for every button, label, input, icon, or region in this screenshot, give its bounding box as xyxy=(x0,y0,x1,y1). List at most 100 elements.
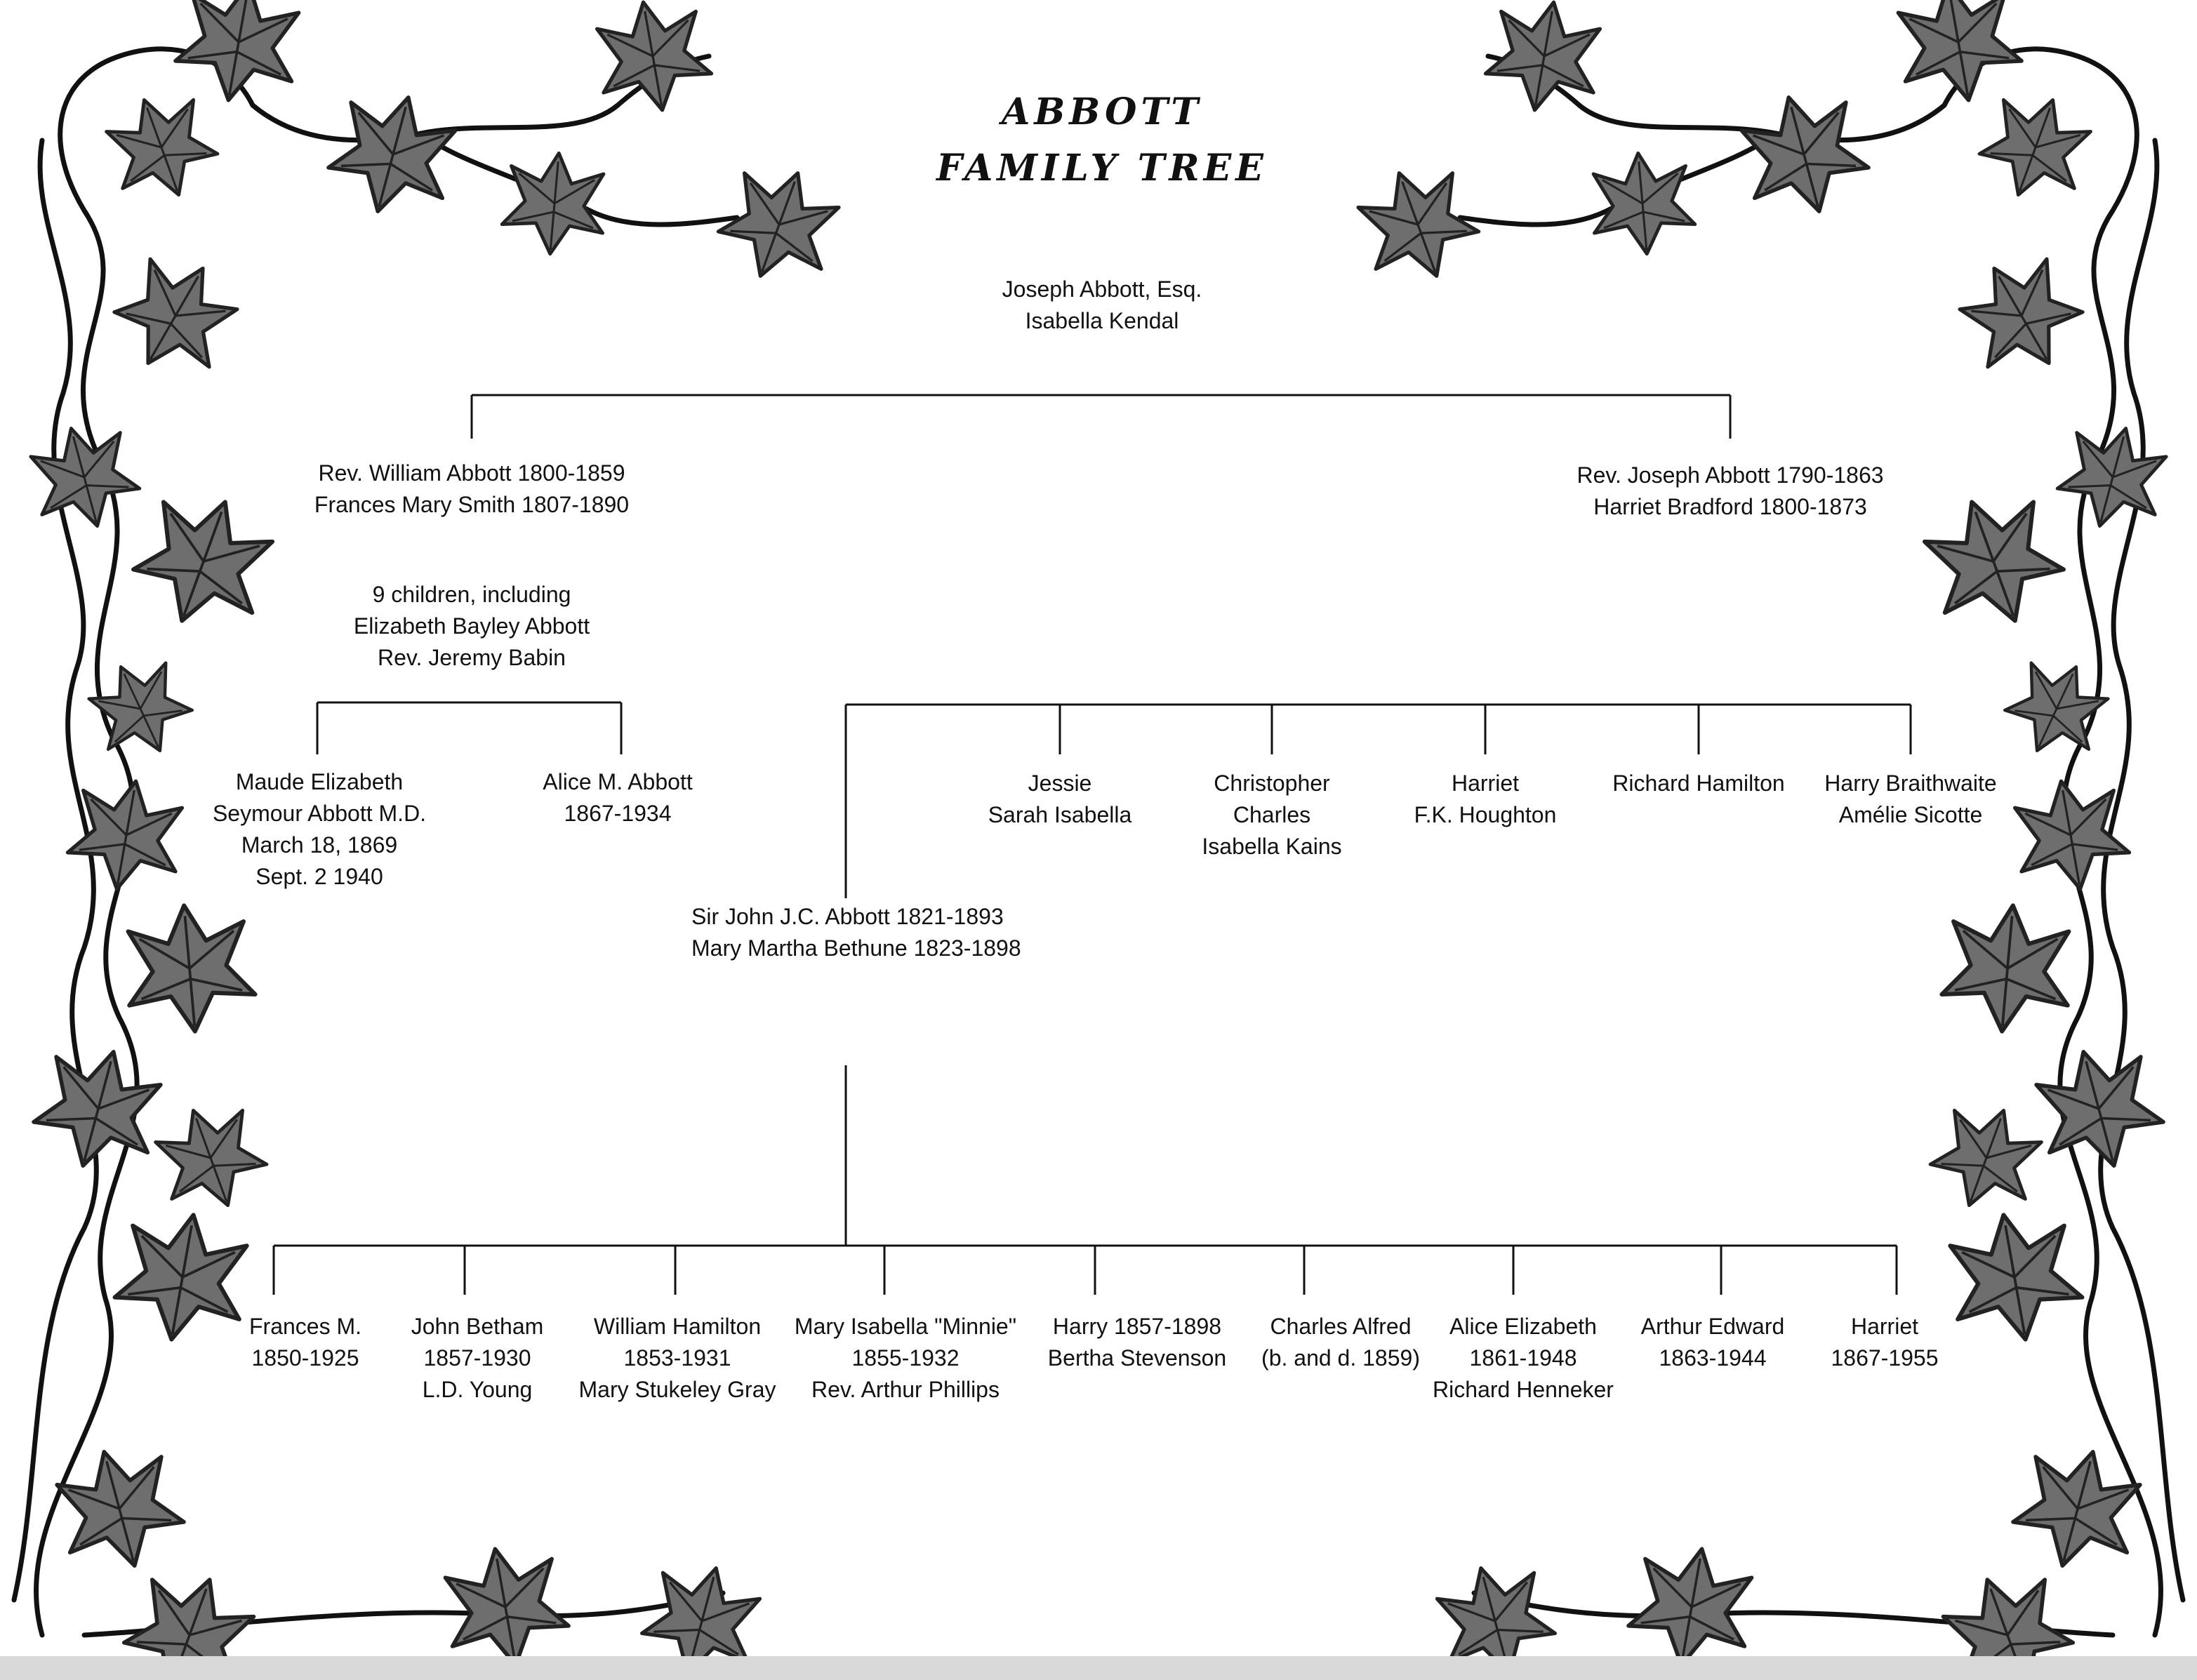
node-harry-braithwaite: Harry Braithwaite Amélie Sicotte xyxy=(1805,768,2016,831)
person-line: Frances M. xyxy=(248,1314,362,1339)
person-line: Isabella Kains xyxy=(1202,834,1342,859)
node-mary-isabella-minnie: Mary Isabella "Minnie" 1855-1932 Rev. Ar… xyxy=(785,1311,1026,1406)
person-line: 1850-1925 xyxy=(251,1345,359,1371)
ivy-leaf-icon xyxy=(112,257,239,369)
ivy-leaf-icon xyxy=(131,500,275,623)
node-alice-elizabeth: Alice Elizabeth 1861-1948 Richard Hennek… xyxy=(1428,1311,1618,1406)
vine-stem xyxy=(1457,131,1779,227)
person-line: 1863-1944 xyxy=(1659,1345,1767,1371)
node-charles-alfred: Charles Alfred (b. and d. 1859) xyxy=(1242,1311,1439,1374)
vine-stem xyxy=(1942,46,2163,1638)
person-line: Alice Elizabeth xyxy=(1449,1314,1597,1339)
person-line: F.K. Houghton xyxy=(1414,802,1557,827)
node-alice-m-abbott: Alice M. Abbott 1867-1934 xyxy=(512,766,723,829)
person-line: L.D. Young xyxy=(422,1377,533,1402)
node-root-couple: Joseph Abbott, Esq. Isabella Kendal xyxy=(927,274,1277,337)
ivy-leaf-icon xyxy=(2011,1450,2142,1568)
ivy-leaf-icon xyxy=(32,1050,163,1168)
ivy-leaf-icon xyxy=(500,151,606,256)
person-line: Rev. Arthur Phillips xyxy=(811,1377,1000,1402)
ivy-leaf-icon xyxy=(1591,151,1697,256)
person-line: Charles xyxy=(1233,802,1311,827)
person-line: 1867-1955 xyxy=(1831,1345,1939,1371)
ivy-leaf-icon xyxy=(112,1213,249,1342)
connector-sir-john-children xyxy=(272,1065,1898,1295)
person-line: Mary Isabella "Minnie" xyxy=(794,1314,1017,1339)
node-harry-1857: Harry 1857-1898 Bertha Stevenson xyxy=(1032,1311,1242,1374)
ivy-leaf-icon xyxy=(173,0,301,102)
ivy-leaf-icon xyxy=(1483,0,1602,112)
ivy-leaf-icon xyxy=(154,1108,269,1208)
node-arthur-edward: Arthur Edward 1863-1944 xyxy=(1628,1311,1797,1374)
ivy-leaf-icon xyxy=(87,661,194,753)
ivy-leaf-icon xyxy=(65,779,185,891)
person-line: 1861-1948 xyxy=(1469,1345,1577,1371)
person-line: Harriet xyxy=(1451,771,1519,796)
connector-right-family xyxy=(844,703,1912,898)
node-frances-m: Frances M. 1850-1925 xyxy=(221,1311,390,1374)
person-line: Sarah Isabella xyxy=(988,802,1132,827)
person-line: 1855-1932 xyxy=(851,1345,960,1371)
person-line: Isabella Kendal xyxy=(1025,308,1179,333)
node-maude-elizabeth: Maude Elizabeth Seymour Abbott M.D. Marc… xyxy=(179,766,460,893)
node-rev-william-abbott: Rev. William Abbott 1800-1859 Frances Ma… xyxy=(261,458,682,521)
ivy-leaf-icon xyxy=(1739,95,1871,213)
person-line: Frances Mary Smith 1807-1890 xyxy=(314,492,630,517)
ivy-leaf-icon xyxy=(2055,427,2168,528)
node-harriet-houghton: Harriet F.K. Houghton xyxy=(1394,768,1577,831)
connector-root xyxy=(470,394,1732,439)
node-william-hamilton: William Hamilton 1853-1931 Mary Stukeley… xyxy=(569,1311,786,1406)
ivy-leaf-icon xyxy=(595,0,714,112)
person-line: Amélie Sicotte xyxy=(1838,802,1983,827)
ivy-leaf-icon xyxy=(2034,1050,2165,1168)
person-line: William Hamilton xyxy=(593,1314,762,1339)
ivy-leaf-icon xyxy=(326,95,458,213)
ivy-leaf-icon xyxy=(55,1450,186,1568)
person-line: Bertha Stevenson xyxy=(1047,1345,1227,1371)
ivy-leaf-icon xyxy=(1896,0,2024,102)
person-line: Harriet Bradford 1800-1873 xyxy=(1593,494,1867,519)
page-title: ABBOTT FAMILY TREE xyxy=(891,84,1313,196)
person-line: Charles Alfred xyxy=(1270,1314,1412,1339)
ivy-leaf-icon xyxy=(1958,257,2085,369)
scan-edge xyxy=(0,1656,2197,1680)
person-line: Jessie xyxy=(1028,771,1092,796)
note-line: Rev. Jeremy Babin xyxy=(378,645,566,670)
ivy-leaf-icon xyxy=(1928,1108,2043,1208)
node-left-children-note: 9 children, including Elizabeth Bayley A… xyxy=(296,579,647,674)
vine-stem xyxy=(11,138,99,1603)
node-rev-joseph-abbott: Rev. Joseph Abbott 1790-1863 Harriet Bra… xyxy=(1520,460,1941,523)
person-line: Rev. William Abbott 1800-1859 xyxy=(318,460,625,486)
person-line: Harry 1857-1898 xyxy=(1052,1314,1222,1339)
ivy-leaf-icon xyxy=(2012,779,2132,891)
ivy-leaf-icon xyxy=(105,98,220,197)
person-line: Arthur Edward xyxy=(1640,1314,1785,1339)
person-line: Seymour Abbott M.D. xyxy=(212,801,427,826)
ivy-leaf-icon xyxy=(126,903,258,1034)
ivy-leaf-icon xyxy=(29,427,142,528)
node-christopher: Christopher Charles Isabella Kains xyxy=(1181,768,1363,862)
vine-stem xyxy=(418,131,740,227)
person-line: 1853-1931 xyxy=(623,1345,731,1371)
person-line: 1867-1934 xyxy=(564,801,672,826)
vine-stem xyxy=(34,46,255,1638)
person-line: Sir John J.C. Abbott 1821-1893 xyxy=(691,904,1004,929)
node-jessie: Jessie Sarah Isabella xyxy=(969,768,1151,831)
connector-left-family xyxy=(316,701,623,754)
vine-stem xyxy=(2098,138,2186,1603)
title-line-1: ABBOTT xyxy=(1001,91,1203,133)
node-sir-john-abbott: Sir John J.C. Abbott 1821-1893 Mary Mart… xyxy=(691,901,1042,964)
ivy-leaf-icon xyxy=(1948,1213,2085,1342)
person-line: March 18, 1869 xyxy=(241,832,398,858)
person-line: Harriet xyxy=(1850,1314,1918,1339)
person-line: Mary Stukeley Gray xyxy=(578,1377,776,1402)
ivy-leaf-icon xyxy=(1356,171,1481,278)
title-line-2: FAMILY TREE xyxy=(936,147,1268,189)
person-line: Mary Martha Bethune 1823-1898 xyxy=(691,935,1021,961)
person-line: John Betham xyxy=(411,1314,544,1339)
person-line: Sept. 2 1940 xyxy=(255,864,383,889)
person-line: 1857-1930 xyxy=(423,1345,531,1371)
